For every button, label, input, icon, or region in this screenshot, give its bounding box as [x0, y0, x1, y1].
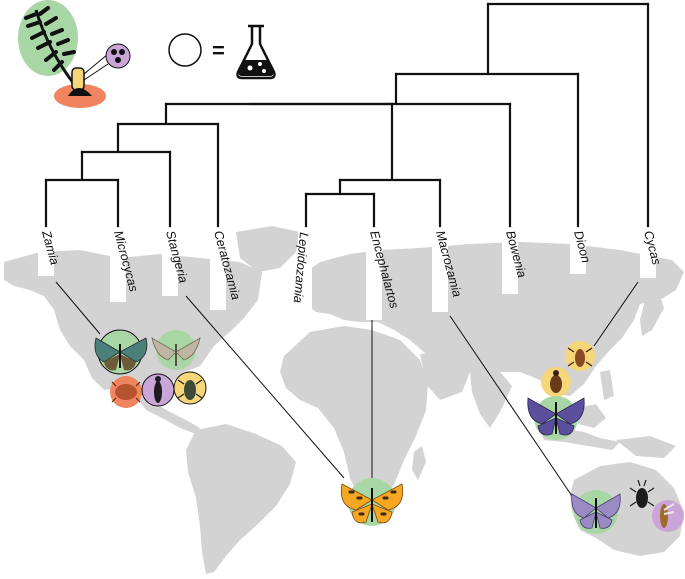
weevil-icon [567, 347, 593, 367]
weevil-legs-asia [567, 347, 593, 367]
uk-landmass [318, 272, 330, 298]
butterfly-spots-africa [348, 490, 397, 516]
label-bg-zamia [38, 230, 54, 276]
thrips-wings [663, 503, 675, 515]
node-with-bowenia [248, 72, 512, 106]
flask-bubble-3 [262, 69, 266, 73]
node-zamia-microcycas [44, 150, 120, 182]
beetle-icon [154, 376, 162, 403]
plant-pollen-dot-2 [119, 49, 125, 55]
plant-fronds [24, 6, 76, 72]
plant-pointer-2 [83, 63, 109, 81]
connector-lines [55, 281, 639, 497]
node-with-stangeria [80, 122, 172, 154]
beetle-body-australia [636, 488, 648, 508]
weevil-legs [111, 381, 141, 403]
node-lepidozamia-encephalartos [304, 178, 376, 196]
plant-pointer-1 [83, 53, 109, 75]
label-bg-dioon [570, 230, 586, 274]
beetle-head-asia [553, 370, 559, 376]
pollinator-group-asia [527, 341, 595, 440]
node-with-macrozamia [338, 102, 442, 182]
butterfly-icon [527, 397, 585, 436]
north-america-landmass [4, 250, 262, 396]
new-guinea-landmass [616, 436, 676, 458]
weevil-body-asia [575, 349, 585, 367]
legend: = [18, 0, 276, 108]
label-bg-bowenia [502, 230, 518, 294]
pollinator-group-americas [94, 329, 207, 408]
pollinator-group-australia [571, 479, 684, 534]
connector-macrozamia [449, 315, 573, 497]
plant-cone [71, 67, 85, 91]
connector-zamia [55, 281, 101, 335]
greenland-landmass [236, 226, 300, 272]
butterfly-wings-australia [571, 493, 621, 529]
india-landmass [470, 372, 512, 428]
plant-stem [34, 9, 76, 85]
connector-stangeria [185, 295, 345, 479]
pollinator-group-africa [340, 478, 404, 526]
south-america-landmass [186, 424, 296, 574]
node-with-dioon [394, 2, 580, 76]
japan-landmass [640, 290, 664, 336]
butterfly-hind-right [120, 354, 136, 371]
empty-circle-icon [168, 33, 202, 67]
flask-icon [236, 24, 276, 80]
cycad-plant-icon [18, 0, 131, 108]
beetle-head [155, 376, 161, 382]
thrips-body [660, 504, 668, 528]
butterfly-wing-left [94, 337, 121, 363]
flask-bubble-2 [258, 62, 262, 66]
beetle-icon [177, 379, 203, 400]
africa-landmass [280, 326, 428, 504]
butterfly-wings-africa [340, 483, 404, 524]
label-bg-cycas [640, 230, 656, 278]
beetle-legs-australia [629, 479, 655, 507]
weevil-body [115, 384, 137, 400]
flask-liquid [238, 60, 274, 76]
beetle-icon [550, 370, 562, 393]
moth-wings [151, 337, 201, 361]
plant-pollen-dot-1 [111, 49, 117, 55]
equals-symbol: = [212, 38, 225, 63]
moth-icon [151, 337, 201, 366]
label-bg-microcycas [110, 230, 126, 302]
butterfly-icon [571, 493, 621, 529]
label-bg-ceratozamia [210, 230, 226, 310]
butterfly-wing-right [119, 337, 148, 363]
arabia-landmass [420, 352, 470, 400]
madagascar-landmass [412, 446, 426, 480]
beetle-legs-2 [177, 379, 203, 399]
butterfly-wings-asia [527, 397, 585, 436]
thrips-icon [660, 503, 675, 528]
label-bg-encephalartos [366, 230, 382, 320]
label-bg-stangeria [162, 230, 178, 296]
plant-pollen-circle [105, 43, 131, 69]
butterfly-hind-left [104, 354, 120, 371]
plant-trunk [68, 88, 92, 96]
beetle-icon [629, 479, 655, 508]
beetle-body [154, 381, 162, 403]
node-with-ceratozamia [116, 102, 220, 126]
butterfly-icon [94, 337, 148, 371]
phylogenetic-tree [44, 2, 650, 228]
butterfly-icon [340, 483, 404, 524]
connector-cycas [593, 281, 639, 347]
beetle-body-2 [184, 380, 196, 400]
label-bg-macrozamia [432, 230, 448, 312]
philippines-landmass [600, 370, 614, 400]
plant-pollen-dot-3 [115, 57, 121, 63]
flask-bubble-1 [247, 65, 253, 71]
label-bg-lepidozamia [298, 230, 312, 312]
beetle-body-asia [550, 375, 562, 393]
weevil-icon [111, 381, 141, 403]
taxon-label-lepidozamia: Lepidozamia [291, 232, 311, 304]
